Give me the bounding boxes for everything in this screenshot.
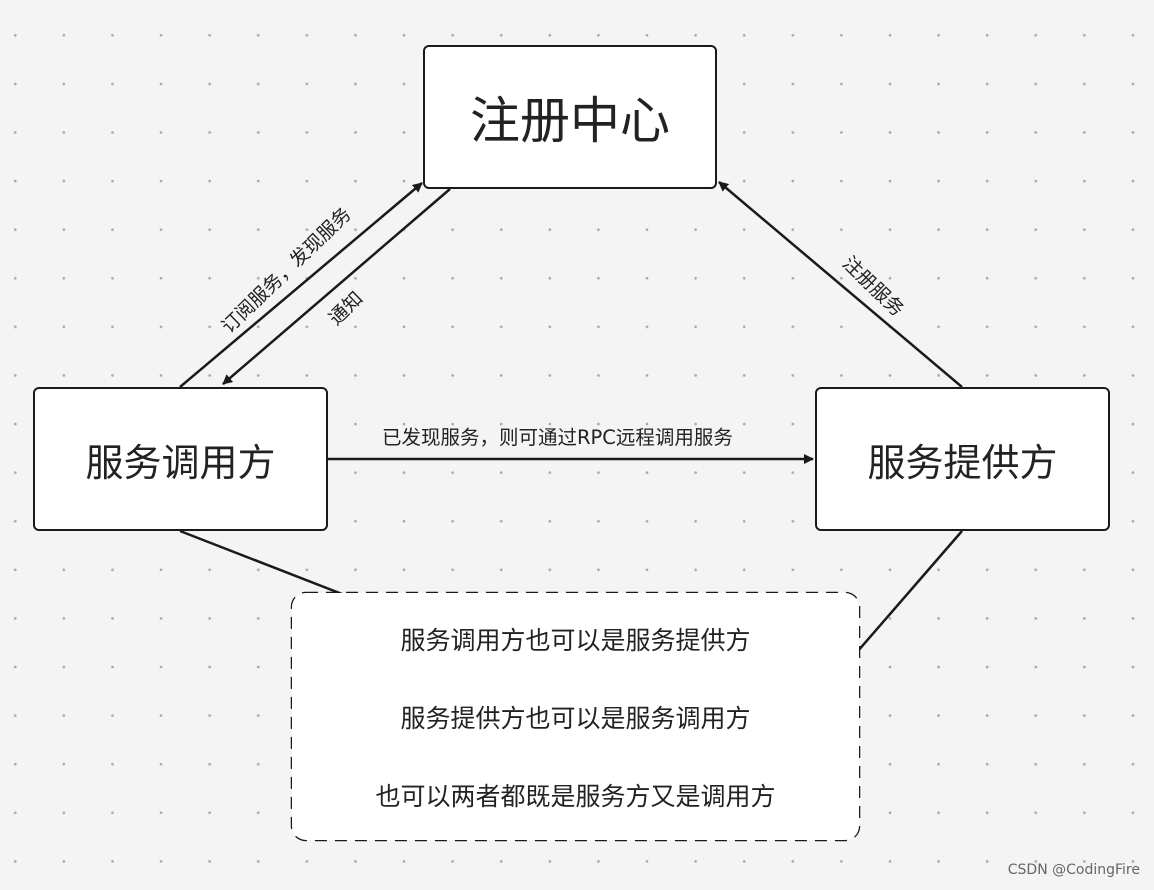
registry-node[interactable]: 注册中心: [423, 45, 717, 189]
registry-label: 注册中心: [470, 92, 670, 150]
note-line: 也可以两者都既是服务方又是调用方: [375, 782, 776, 811]
arrow-subscribe: [179, 182, 423, 388]
provider-label: 服务提供方: [867, 440, 1058, 485]
notes-box[interactable]: 服务调用方也可以是服务提供方 服务提供方也可以是服务调用方 也可以两者都既是服务…: [292, 593, 859, 840]
note-line: 服务调用方也可以是服务提供方: [400, 626, 751, 655]
consumer-label: 服务调用方: [85, 440, 276, 485]
note-line: 服务提供方也可以是服务调用方: [400, 704, 751, 733]
arrow-register: [718, 181, 963, 388]
watermark: CSDN @CodingFire: [1007, 862, 1140, 878]
consumer-node[interactable]: 服务调用方: [33, 387, 328, 531]
arrow-notify: [222, 188, 451, 385]
edge-label-call: 已发现服务，则可通过RPC远程调用服务: [382, 426, 733, 449]
provider-node[interactable]: 服务提供方: [815, 387, 1110, 531]
